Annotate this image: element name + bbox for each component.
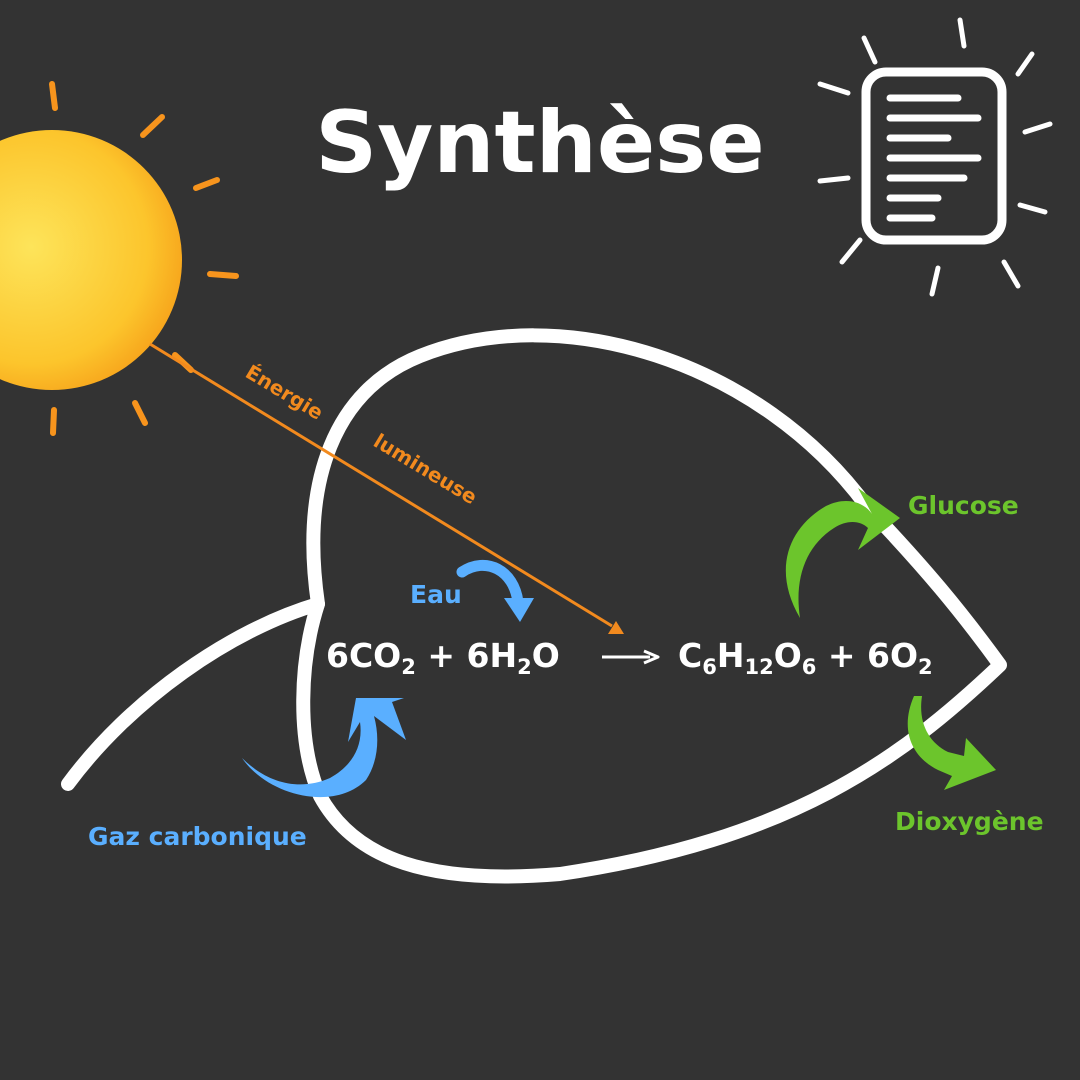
page-title: Synthèse [315, 93, 764, 193]
oxygen-arrow [907, 696, 996, 790]
water-label: Eau [410, 580, 462, 609]
carbon-dioxide-label: Gaz carbonique [88, 822, 307, 851]
sun-icon [0, 81, 239, 436]
energy-label-line1: Énergie [241, 360, 327, 425]
reaction-arrow [602, 649, 660, 665]
document-icon [817, 17, 1053, 297]
equation-reactants: 6CO2 + 6H2O [326, 636, 560, 679]
glucose-arrow [785, 488, 900, 618]
equation-products: C6H12O6 + 6O2 [678, 636, 933, 679]
water-arrow [456, 559, 534, 622]
light-ray-arrow [149, 342, 624, 634]
leaf-outline [61, 328, 1007, 884]
oxygen-label: Dioxygène [895, 807, 1044, 836]
energy-label-line2: lumineuse [369, 429, 481, 509]
glucose-label: Glucose [908, 491, 1019, 520]
carbon-dioxide-arrow [242, 698, 406, 798]
